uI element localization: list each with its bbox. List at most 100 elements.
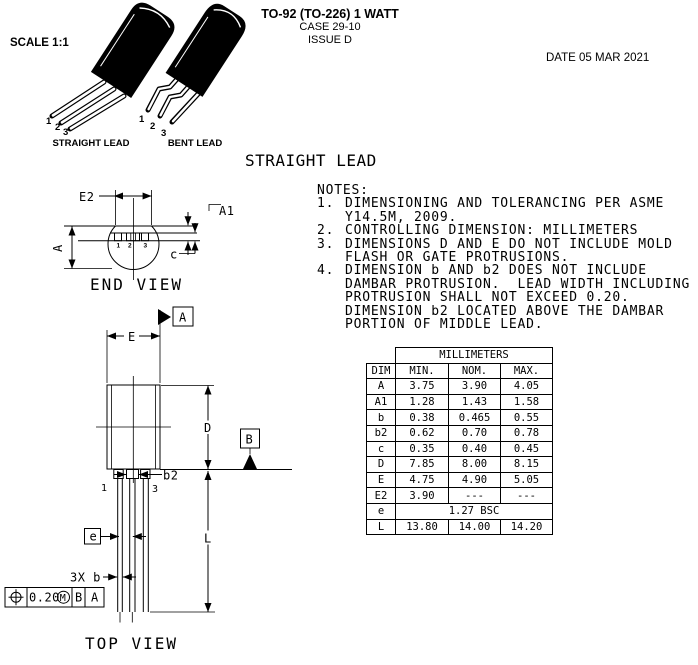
top-view-pin-1: 1 — [101, 483, 107, 494]
end-view-caption: END VIEW — [90, 275, 183, 294]
table-cell: 1.27 BSC — [395, 502, 553, 520]
notes-list: 1.DIMENSIONING AND TOLERANCING PER ASME … — [317, 197, 695, 331]
table-cell: 4.05 — [500, 378, 553, 395]
note-item: 3. DIMENSIONS D AND E DO NOT INCLUDE MOLD… — [317, 236, 695, 266]
feature-control-frame: 0.20 M B A — [4, 587, 105, 608]
table-cell: 14.00 — [448, 518, 501, 536]
note-item: 4.DIMENSION b AND b2 DOES NOT INCLUDE DA… — [317, 264, 695, 331]
table-cell: e — [366, 502, 396, 520]
table-cell: 14.20 — [500, 518, 553, 536]
issue-revision: ISSUE D — [307, 34, 352, 46]
dim-label-d: D — [204, 421, 212, 435]
table-cell: 3.90 — [395, 487, 449, 504]
note-number: 3. — [317, 236, 335, 252]
table-cell: 0.78 — [500, 424, 553, 442]
table-cell: A — [366, 378, 396, 395]
note-text: CONTROLLING DIMENSION: MILLIMETERS — [345, 223, 639, 239]
table-cell: L — [366, 518, 396, 536]
table-cell: 4.75 — [395, 471, 449, 489]
table-cell: 0.55 — [500, 409, 553, 426]
dim-label-b: 3X b — [70, 571, 101, 585]
fcf-modifier: M — [60, 593, 66, 604]
table-cell: 0.38 — [395, 409, 449, 426]
dim-label-l: L — [204, 532, 212, 546]
note-number: 1. — [317, 196, 335, 212]
table-unit-header: MILLIMETERS — [395, 347, 553, 364]
top-view-caption: TOP VIEW — [85, 634, 178, 653]
end-view-pin-2: 2 — [128, 243, 132, 250]
dim-label-a1: A1 — [219, 204, 234, 218]
datum-b-flag — [243, 454, 257, 469]
bent-lead-figure-label: BENT LEAD — [167, 138, 223, 149]
straight-lead-figure: 1 2 3 — [46, 2, 175, 138]
straight-lead-figure-label: STRAIGHT LEAD — [52, 138, 130, 149]
case-number: CASE 29-10 — [299, 21, 361, 33]
dim-label-e2: E2 — [79, 190, 94, 204]
table-cell: 0.465 — [448, 409, 501, 426]
top-view: E A D B b2 1 3 — [4, 306, 292, 653]
table-cell: 4.90 — [448, 471, 501, 489]
end-view-pin-1: 1 — [117, 243, 121, 250]
table-cell: 1.28 — [395, 393, 449, 411]
straight-pin-3: 3 — [63, 127, 68, 138]
table-cell: 0.45 — [500, 440, 553, 458]
bent-pin-3: 3 — [161, 128, 166, 139]
table-column-header-row: DIM MIN. NOM. MAX. — [366, 362, 553, 380]
datum-a-flag — [158, 309, 171, 325]
straight-pin-2: 2 — [55, 122, 60, 133]
fcf-datum-2: A — [91, 591, 99, 605]
col-header-dim: DIM — [366, 362, 396, 380]
notes-heading: NOTES: — [317, 183, 369, 198]
table-cell: A1 — [366, 393, 396, 411]
fcf-datum-1: B — [75, 591, 83, 605]
table-cell: 3.90 — [448, 378, 501, 395]
page-title: TO-92 (TO-226) 1 WATT — [261, 7, 399, 21]
dim-label-e: E — [128, 330, 136, 344]
bent-pin-2: 2 — [150, 121, 155, 132]
table-cell: E — [366, 471, 396, 489]
datum-a-label: A — [179, 311, 187, 325]
table-notch-cell — [366, 347, 396, 364]
table-cell: 0.70 — [448, 424, 501, 442]
date-label: DATE 05 MAR 2021 — [546, 52, 650, 64]
table-cell: 0.62 — [395, 424, 449, 442]
table-cell: D — [366, 456, 396, 473]
note-number: 2. — [317, 223, 335, 239]
table-unit-header-row: MILLIMETERS — [366, 347, 553, 364]
bent-lead-figure: 1 2 3 — [139, 3, 246, 139]
table-cell: 13.80 — [395, 518, 449, 536]
note-text: DIMENSION b AND b2 DOES NOT INCLUDE DAMB… — [345, 263, 691, 333]
dim-label-b2: b2 — [163, 469, 178, 483]
col-header-nom: NOM. — [448, 362, 501, 380]
table-cell: 7.85 — [395, 456, 449, 473]
top-view-pin-3: 3 — [152, 484, 158, 495]
table-cell: 8.15 — [500, 456, 553, 473]
note-item: 1.DIMENSIONING AND TOLERANCING PER ASME … — [317, 197, 695, 224]
dim-label-c: c — [170, 248, 178, 262]
table-cell: 3.75 — [395, 378, 449, 395]
bent-pin-1: 1 — [139, 114, 145, 125]
table-cell: c — [366, 440, 396, 458]
notes-section: NOTES: 1.DIMENSIONING AND TOLERANCING PE… — [317, 183, 695, 332]
table-cell: 1.58 — [500, 393, 553, 411]
mmc-modifier-icon — [57, 590, 70, 604]
end-view: 1 2 3 E2 A A1 c END VIEW — [51, 190, 234, 294]
dim-label-e-pitch: e — [90, 530, 98, 544]
end-view-pin-3: 3 — [144, 243, 148, 250]
note-text: DIMENSIONS D AND E DO NOT INCLUDE MOLD F… — [345, 236, 673, 266]
title-block: TO-92 (TO-226) 1 WATT CASE 29-10 ISSUE D — [250, 7, 410, 47]
table-cell: 1.43 — [448, 393, 501, 411]
table-cell: b2 — [366, 424, 396, 442]
datum-b-label: B — [246, 433, 254, 447]
